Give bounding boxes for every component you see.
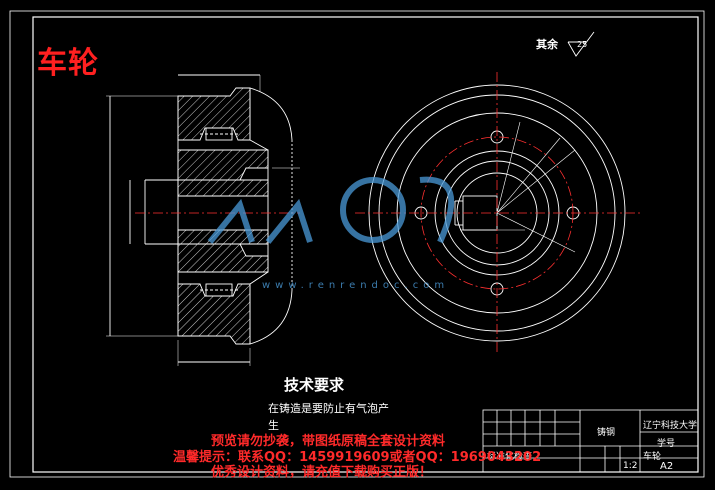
hub-hatch-bottom <box>177 229 269 245</box>
surface-note: 其余 <box>536 38 558 51</box>
tb-part-name: 车轮 <box>643 452 662 462</box>
watermark-logo <box>207 176 455 244</box>
warning-line-1: 预览请勿抄袭，带图纸原稿全套设计资料 <box>211 434 446 449</box>
tb-row-label: 标准化检查 <box>487 452 533 462</box>
section-view <box>106 74 300 366</box>
lower-hatch <box>177 243 269 273</box>
inner-border <box>32 16 699 473</box>
tb-material: 铸钢 <box>597 428 616 438</box>
roughness-symbol <box>567 31 595 57</box>
tech-req-line2: 生 <box>268 419 279 432</box>
upper-hatch-2 <box>177 149 269 181</box>
tb-scale: 1:2 <box>623 461 638 471</box>
roughness-value: 25 <box>577 40 588 49</box>
warning-line-2: 温馨提示：联系QQ：1459919609或者QQ：1969043202 <box>173 450 542 465</box>
tech-req-title: 技术要求 <box>284 376 345 394</box>
lower-hatch-2 <box>177 283 251 345</box>
warning-line-3: 优秀设计资料，请充值下载购买正版！ <box>211 465 433 480</box>
title-block <box>482 409 699 473</box>
tech-req-line1: 在铸造是要防止有气泡产 <box>268 402 389 415</box>
front-center-lines <box>355 72 640 355</box>
tb-drawing-no: 学号 <box>657 439 676 449</box>
outer-border <box>9 10 705 478</box>
upper-hatch <box>177 87 251 141</box>
drawing-title: 车轮 <box>37 46 99 81</box>
hub-hatch-top <box>177 179 269 197</box>
watermark-site: www.renrendoc.com <box>262 280 450 291</box>
tb-sheet-size: A2 <box>660 461 674 472</box>
tb-school: 辽宁科技大学 <box>643 421 698 431</box>
